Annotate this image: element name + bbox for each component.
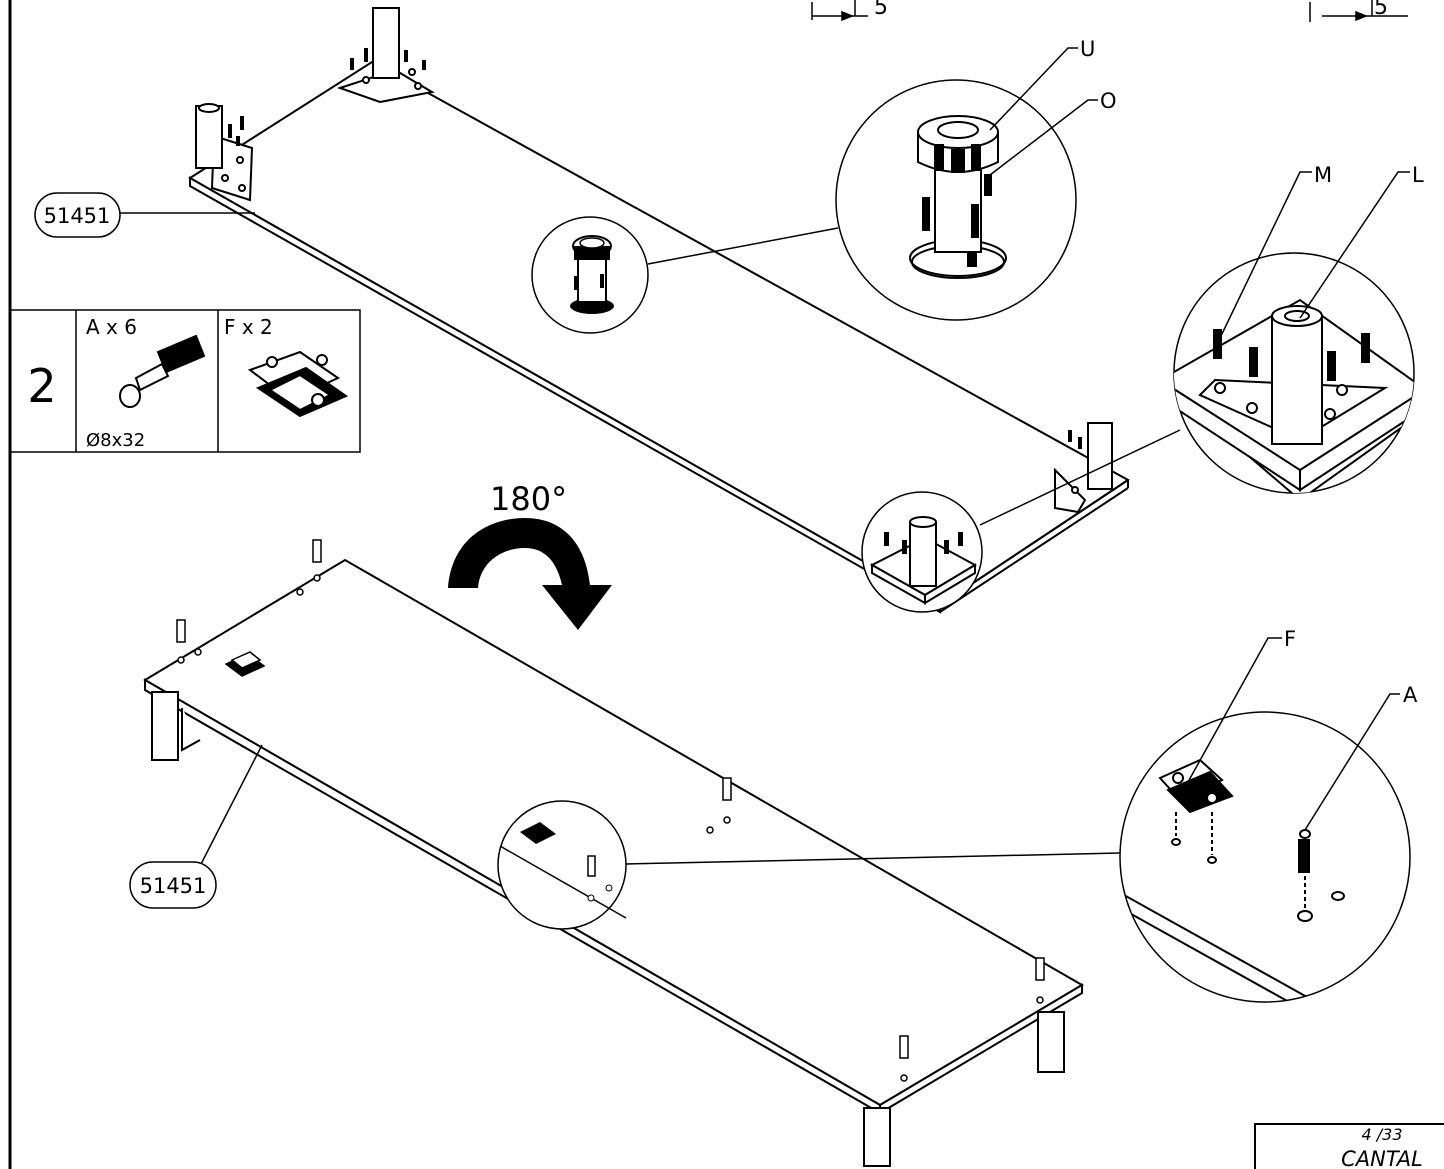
- page-number: 4 /33: [1361, 1125, 1402, 1144]
- part-A-label: A x 6: [86, 315, 137, 339]
- rotate-arrow-icon: [448, 518, 612, 630]
- callout-L: L: [1412, 163, 1424, 187]
- callout-O: O: [1100, 89, 1117, 113]
- callout-A: A: [1403, 683, 1418, 707]
- detail-circle-corner-foot: [861, 491, 983, 613]
- panel-label-bottom: 51451: [129, 744, 263, 909]
- detail-circle-foot-screws: [979, 252, 1415, 526]
- callout-M: M: [1314, 163, 1332, 187]
- detail-circle-bottom-small: [497, 800, 1121, 930]
- step-number: 2: [27, 359, 56, 413]
- wooden-dowel-icon: [119, 334, 206, 408]
- panel-label-top-text: 51451: [44, 204, 111, 228]
- part-F-label: F x 2: [224, 315, 273, 339]
- screws-top-panel: [228, 48, 1082, 449]
- callout-F: F: [1284, 627, 1296, 651]
- detail-circle-hinge-dowel: [1119, 711, 1411, 1003]
- panel-label-bottom-text: 51451: [140, 874, 207, 898]
- hinge-plates-bottom-panel: [224, 651, 266, 677]
- footer-box: 4 /33 CANTAL: [1254, 1123, 1444, 1169]
- panel-label-top: 51451: [34, 192, 255, 238]
- part-A-size: Ø8x32: [86, 430, 145, 451]
- dimension-mark-right: 5: [1309, 0, 1408, 22]
- dimension-label-right: 5: [1374, 0, 1388, 20]
- detail-circle-small-foot: [531, 216, 839, 334]
- callouts-bottom: [1187, 637, 1400, 831]
- bottom-panel-legs: [151, 691, 1065, 1167]
- callouts-top: [989, 47, 1410, 339]
- product-name: CANTAL: [1341, 1147, 1423, 1169]
- callout-U: U: [1080, 37, 1095, 61]
- dimension-mark-left: 5: [811, 0, 888, 22]
- foot-right-top-panel: [1054, 422, 1113, 514]
- hinge-mounting-plate-icon: [247, 350, 349, 418]
- parts-box: [10, 309, 361, 453]
- foot-back-top-panel: [336, 7, 435, 104]
- dowels-bottom-panel: [176, 539, 1045, 1082]
- dimension-label-left: 5: [874, 0, 888, 20]
- detail-circle-leveling-foot: [835, 79, 1077, 321]
- rotation-label: 180°: [490, 480, 567, 518]
- foot-left-top-panel: [195, 103, 254, 202]
